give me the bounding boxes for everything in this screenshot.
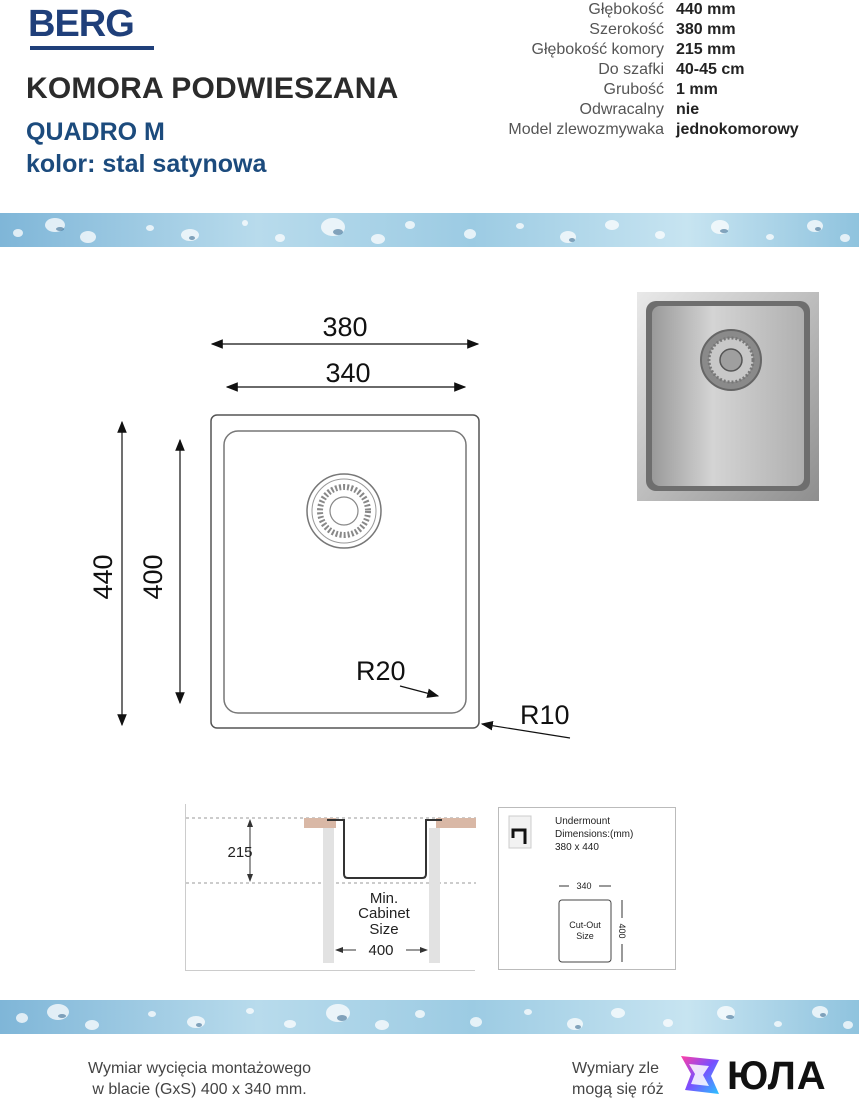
yula-logo-icon <box>681 1056 719 1094</box>
cabinet-width-label: 400 <box>368 942 393 959</box>
spec-value: nie <box>676 101 700 118</box>
water-drops-band-bottom <box>0 1000 859 1034</box>
berg-logo: BERG <box>28 4 156 50</box>
spec-label: Model zlewozmywaka <box>508 121 664 138</box>
spec-value: jednokomorowy <box>676 121 799 138</box>
sink-dimension-diagram: 380 340 440 400 R20 R10 <box>88 312 571 739</box>
width-outer-label: 380 <box>322 312 367 342</box>
product-model: QUADRO M <box>26 118 165 146</box>
spec-row: Do szafki 40-45 cm <box>470 60 859 80</box>
spec-row: Odwracalny nie <box>470 100 859 120</box>
cutout-title-line1: Undermount <box>555 816 610 827</box>
sink-technical-drawing: 380 340 440 400 R20 R10 <box>88 300 600 760</box>
yula-wordmark: ЮЛА <box>727 1054 827 1098</box>
radius-inner-label: R20 <box>356 656 406 686</box>
product-color: kolor: stal satynowa <box>26 150 267 178</box>
yula-watermark: ЮЛА <box>675 1050 859 1100</box>
cabinet-label-line3: Size <box>369 921 398 938</box>
spec-label: Do szafki <box>598 61 664 78</box>
spec-value: 380 mm <box>676 21 736 38</box>
spec-value: 440 mm <box>676 1 736 18</box>
sink-photo-image <box>637 292 819 501</box>
dimension-note-line1: Wymiary zle <box>572 1060 659 1077</box>
water-drops-image <box>16 1004 853 1030</box>
height-outer-label: 440 <box>88 554 118 599</box>
cutout-label-line2: Size <box>576 931 594 941</box>
width-inner-label: 340 <box>325 358 370 388</box>
spec-row: Szerokość 380 mm <box>470 20 859 40</box>
spec-label: Grubość <box>603 81 664 98</box>
spec-row: Model zlewozmywaka jednokomorowy <box>470 120 859 140</box>
cutout-diagram-image: Undermount Dimensions:(mm) 380 x 440 340… <box>508 815 633 963</box>
spec-row: Głębokość 440 mm <box>470 0 859 20</box>
spec-value: 1 mm <box>676 81 718 98</box>
cabinet-section-diagram: 215 Min. Cabinet Size 400 <box>185 804 476 971</box>
spec-label: Odwracalny <box>579 101 664 118</box>
cutout-height-label: 400 <box>617 923 627 938</box>
spec-label: Szerokość <box>589 21 664 38</box>
water-drops-image <box>13 218 850 244</box>
cutout-title-line3: 380 x 440 <box>555 842 599 853</box>
cabinet-label-line2: Cabinet <box>358 905 411 922</box>
cutout-note-line2: w blacie (GxS) 400 x 340 mm. <box>92 1081 307 1098</box>
spec-row: Głębokość komory 215 mm <box>470 40 859 60</box>
dimension-note-line2: mogą się róż <box>572 1081 664 1098</box>
logo-text: BERG <box>28 3 135 45</box>
spec-label: Głębokość komory <box>531 41 665 58</box>
cutout-label-line1: Cut-Out <box>569 920 601 930</box>
cabinet-label-line1: Min. <box>370 890 398 907</box>
depth-label: 215 <box>227 844 252 861</box>
spec-row: Grubość 1 mm <box>470 80 859 100</box>
height-inner-label: 400 <box>138 554 168 599</box>
spec-value: 40-45 cm <box>676 61 745 78</box>
sink-outer-outline <box>210 414 480 729</box>
cutout-note-line1: Wymiar wycięcia montażowego <box>88 1060 312 1077</box>
cutout-title-line2: Dimensions:(mm) <box>555 829 633 840</box>
sink-inner-outline <box>223 430 467 714</box>
sink-photo <box>637 292 819 501</box>
logo-underline <box>30 46 154 50</box>
cutout-width-label: 340 <box>576 881 591 891</box>
cutout-diagram: Undermount Dimensions:(mm) 380 x 440 340… <box>498 807 676 970</box>
spec-value: 215 mm <box>676 41 736 58</box>
dimension-note: Wymiary zle mogą się róż <box>572 1058 672 1100</box>
cutout-note: Wymiar wycięcia montażowego w blacie (Gx… <box>88 1058 311 1100</box>
cabinet-section-image: 215 Min. Cabinet Size 400 <box>186 817 476 963</box>
water-drops-band-top <box>0 213 859 247</box>
drain-icon <box>306 473 382 549</box>
product-title: KOMORA PODWIESZANA <box>26 72 399 105</box>
radius-outer-label: R10 <box>520 700 570 730</box>
spec-label: Głębokość <box>588 1 664 18</box>
